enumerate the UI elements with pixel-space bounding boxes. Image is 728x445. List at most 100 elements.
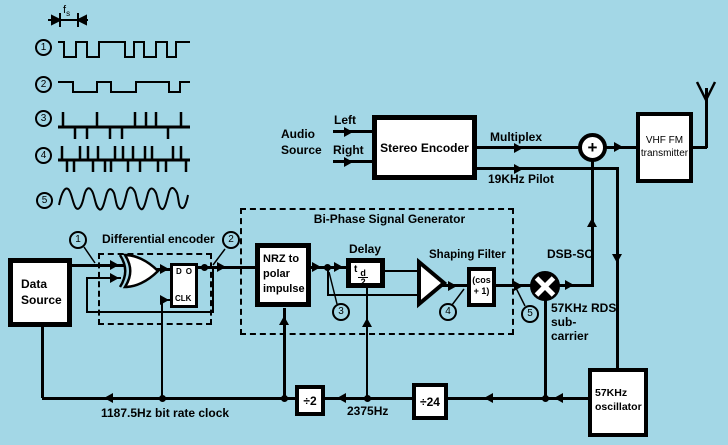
- subcarrier-label: 57KHz RDS sub- carrier: [551, 301, 616, 343]
- vhf-fm-transmitter-block: VHF FM transmitter: [636, 112, 693, 183]
- wire-bypass: [327, 294, 420, 296]
- wire-delay-to-amp: [385, 270, 420, 272]
- stereo-encoder-block: Stereo Encoder: [372, 115, 477, 180]
- delay-denominator: 2: [360, 277, 366, 287]
- wire-left-in: [333, 130, 373, 133]
- adder-junction: +: [578, 133, 607, 162]
- flipflop-dq-row: D O: [173, 266, 195, 276]
- waveform-marker-4-label: 4: [40, 149, 47, 161]
- subcarrier-line2: sub-: [551, 315, 577, 329]
- differential-encoder-title: Differential encoder: [102, 232, 215, 246]
- signal-marker-5: 5: [521, 305, 539, 323]
- wire-right-in: [333, 160, 373, 163]
- signal-marker-4-label: 4: [445, 306, 451, 317]
- arrowhead: [514, 143, 523, 153]
- waveform-marker-3: 3: [35, 110, 52, 127]
- transmitter-label-line1: VHF FM: [645, 135, 684, 146]
- subcarrier-line1: 57KHz RDS: [551, 301, 617, 315]
- junction-dot: [364, 395, 371, 402]
- arrowhead: [334, 262, 343, 272]
- waveform-3-polar-impulse: [58, 112, 190, 139]
- audio-source-line2: Source: [281, 143, 322, 157]
- arrowhead: [110, 260, 119, 270]
- signal-marker-1: 1: [69, 231, 87, 249]
- arrowhead: [217, 262, 226, 272]
- divide-by-2-label: ÷2: [303, 393, 317, 408]
- divide-by-24-block: ÷24: [412, 383, 448, 420]
- shaping-filter-title: Shaping Filter: [429, 249, 506, 261]
- wire-mixer-tap: [544, 300, 547, 398]
- right-channel-label: Right: [333, 143, 364, 157]
- flipflop-clk-label: CLK: [175, 294, 192, 303]
- pilot-label: 19KHz Pilot: [488, 172, 555, 186]
- shaping-filter-block: (cos + 1): [467, 267, 496, 307]
- oscillator-block: 57KHz oscillator: [588, 368, 648, 437]
- junction-dot: [201, 264, 208, 271]
- wire-mixer-out: [558, 284, 594, 287]
- differential-encoder-group: [98, 253, 212, 325]
- wire-tx-to-antenna: [692, 146, 707, 149]
- delay-title: Delay: [349, 242, 382, 256]
- signal-marker-3: 3: [332, 303, 350, 321]
- arrowhead: [484, 393, 493, 403]
- divide-by-2-block: ÷2: [295, 385, 325, 416]
- arrowhead: [565, 280, 574, 290]
- arrowhead: [514, 164, 523, 174]
- d-flipflop-block: D O CLK: [170, 263, 198, 308]
- adder-plus-sign: +: [587, 138, 598, 157]
- wire-feedback-top: [87, 277, 121, 279]
- arrowhead: [554, 393, 563, 403]
- arrowhead: [614, 142, 623, 152]
- arrowhead: [110, 273, 119, 283]
- left-channel-label: Left: [334, 113, 356, 127]
- oscillator-label-line1: 57KHz: [595, 387, 628, 399]
- wire-feedback-right: [212, 268, 214, 313]
- waveform-1-data: [58, 41, 190, 58]
- wire-datasource-clock: [41, 327, 44, 398]
- shaping-filter-line2: + 1): [473, 286, 490, 296]
- arrowhead: [279, 316, 289, 325]
- signal-marker-4: 4: [439, 303, 457, 321]
- arrowhead: [612, 254, 622, 263]
- wire-feedback-bottom: [87, 311, 214, 313]
- arrowhead: [514, 281, 523, 291]
- wire-bypass-drop: [327, 266, 329, 296]
- stereo-encoder-label: Stereo Encoder: [380, 140, 469, 155]
- oscillator-label-line2: oscillator: [595, 401, 642, 413]
- signal-marker-3-label: 3: [338, 306, 344, 317]
- wire-pilot-h: [477, 167, 619, 170]
- biphase-generator-title: Bi-Phase Signal Generator: [313, 212, 466, 226]
- delay-t-symbol: t: [354, 264, 358, 275]
- arrowhead: [448, 281, 457, 291]
- wire-multiplex: [477, 146, 579, 149]
- waveform-4-biphase-impulse: [58, 146, 190, 172]
- waveform-5-shaped-signal: [58, 186, 189, 211]
- divide-by-24-label: ÷24: [420, 394, 440, 409]
- audio-source-line1: Audio: [281, 127, 315, 141]
- fs-label: fs: [63, 4, 71, 19]
- waveform-marker-2: 2: [35, 76, 52, 93]
- wire-nrz-tap: [283, 308, 286, 398]
- wire-delay-tap: [366, 288, 368, 398]
- wire-feedback-left: [86, 277, 88, 313]
- signal-marker-2-label: 2: [228, 234, 234, 245]
- waveform-marker-2-label: 2: [40, 78, 47, 90]
- shaping-filter-line1: (cos: [472, 275, 491, 285]
- signal-marker-1-label: 1: [75, 234, 81, 245]
- waveform-marker-5: 5: [36, 192, 53, 209]
- waveform-marker-1: 1: [35, 39, 52, 56]
- subcarrier-line3: carrier: [551, 329, 589, 343]
- nrz-to-polar-block: NRZ to polar impulse: [255, 243, 311, 307]
- bitrate-clock-label: 1187.5Hz bit rate clock: [101, 406, 230, 420]
- signal-marker-5-label: 5: [527, 308, 533, 319]
- data-source-block: Data Source: [8, 258, 72, 327]
- arrowhead: [104, 393, 113, 403]
- dsb-sc-label: DSB-SC: [547, 247, 594, 261]
- arrowhead: [587, 218, 597, 227]
- data-source-label: Data Source: [21, 277, 62, 307]
- flipflop-q-label: O: [185, 267, 192, 276]
- nrz-label-line2: polar: [263, 268, 290, 280]
- wire-antenna-mast: [705, 88, 708, 148]
